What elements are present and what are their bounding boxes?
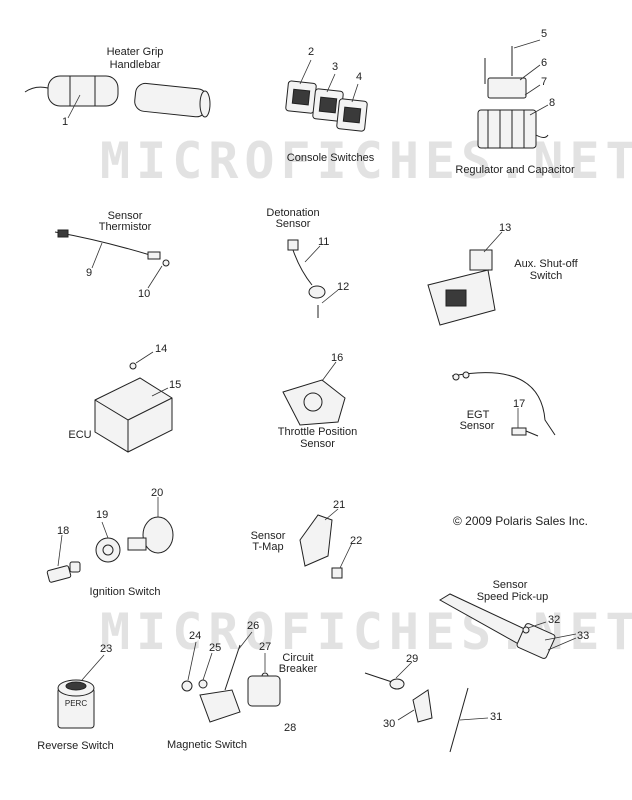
callout-7: 7: [541, 76, 548, 88]
reverse-switch-part: [57, 679, 95, 729]
callout-12: 12: [337, 281, 350, 293]
label-throttle-line1: Throttle Position: [277, 426, 358, 438]
regulator-part: [477, 46, 549, 149]
throttle-sensor-part: [282, 379, 346, 426]
label-ignition: Ignition Switch: [89, 586, 161, 598]
callout-2: 2: [308, 46, 315, 58]
callout-3: 3: [332, 61, 339, 73]
callout-1: 1: [62, 116, 69, 128]
label-heater-grip-line1: Heater Grip: [106, 46, 164, 58]
callout-24: 24: [189, 630, 202, 642]
heater-grip-part: [24, 75, 211, 118]
label-heater-grip-line2: Handlebar: [109, 59, 161, 71]
label-detonation-line2: Sensor: [275, 218, 311, 230]
speed-sensor-part: [439, 593, 556, 659]
label-magnetic-switch: Magnetic Switch: [166, 739, 248, 751]
ignition-switch-part: [46, 516, 174, 583]
label-console-switches: Console Switches: [286, 152, 375, 164]
thermistor-part: [54, 229, 170, 267]
tmap-sensor-part: [299, 514, 343, 579]
label-circuit-breaker-line2: Breaker: [278, 663, 318, 675]
callout-30: 30: [383, 718, 396, 730]
callout-10: 10: [138, 288, 151, 300]
label-regulator: Regulator and Capacitor: [455, 164, 575, 176]
callout-29: 29: [406, 653, 419, 665]
label-aux-shutoff-line1: Aux. Shut-off: [514, 258, 578, 270]
callout-8: 8: [549, 97, 556, 109]
callout-25: 25: [209, 642, 222, 654]
detonation-sensor-part: [287, 239, 326, 318]
callout-4: 4: [356, 71, 363, 83]
label-circuit-breaker-line1: Circuit: [282, 652, 314, 664]
aux-shutoff-part: [427, 249, 496, 326]
label-tmap-line2: T-Map: [252, 541, 284, 553]
label-egt-line1: EGT: [466, 409, 490, 421]
callout-21: 21: [333, 499, 346, 511]
watermark-top: MICROFICHES.NET: [100, 132, 632, 190]
egt-sensor-part: [451, 371, 556, 437]
callout-28: 28: [284, 722, 297, 734]
label-speed-line2: Speed Pick-up: [476, 591, 549, 603]
label-egt-line2: Sensor: [459, 420, 495, 432]
label-thermistor-line1: Sensor: [107, 210, 143, 222]
callout-32: 32: [548, 614, 561, 626]
label-ecu: ECU: [68, 429, 92, 441]
callout-13: 13: [499, 222, 512, 234]
copyright: © 2009 Polaris Sales Inc.: [453, 514, 588, 528]
callout-5: 5: [541, 28, 548, 40]
callout-33: 33: [577, 630, 590, 642]
magnetic-switch-part: [181, 644, 281, 723]
label-speed-line1: Sensor: [492, 579, 528, 591]
callout-18: 18: [57, 525, 70, 537]
callout-26: 26: [247, 620, 260, 632]
misc-parts: [364, 672, 469, 753]
callout-6: 6: [541, 57, 548, 69]
console-switches-part: [285, 80, 368, 132]
callout-19: 19: [96, 509, 109, 521]
label-aux-shutoff-line2: Switch: [529, 270, 563, 282]
callout-14: 14: [155, 343, 168, 355]
callout-9: 9: [86, 267, 93, 279]
callout-17: 17: [513, 398, 526, 410]
callout-23: 23: [100, 643, 113, 655]
label-perc: PERC: [64, 699, 88, 708]
callout-27: 27: [259, 641, 272, 653]
label-tmap-line1: Sensor: [250, 530, 286, 542]
label-detonation-line1: Detonation: [266, 207, 320, 219]
callout-11: 11: [318, 236, 330, 248]
callout-31: 31: [490, 711, 503, 723]
ecu-part: [94, 362, 173, 453]
label-thermistor-line2: Thermistor: [98, 221, 152, 233]
callout-22: 22: [350, 535, 363, 547]
label-reverse-switch: Reverse Switch: [37, 740, 114, 752]
label-throttle-line2: Sensor: [300, 438, 335, 450]
callout-16: 16: [331, 352, 344, 364]
callout-15: 15: [169, 379, 182, 391]
callout-20: 20: [151, 487, 164, 499]
